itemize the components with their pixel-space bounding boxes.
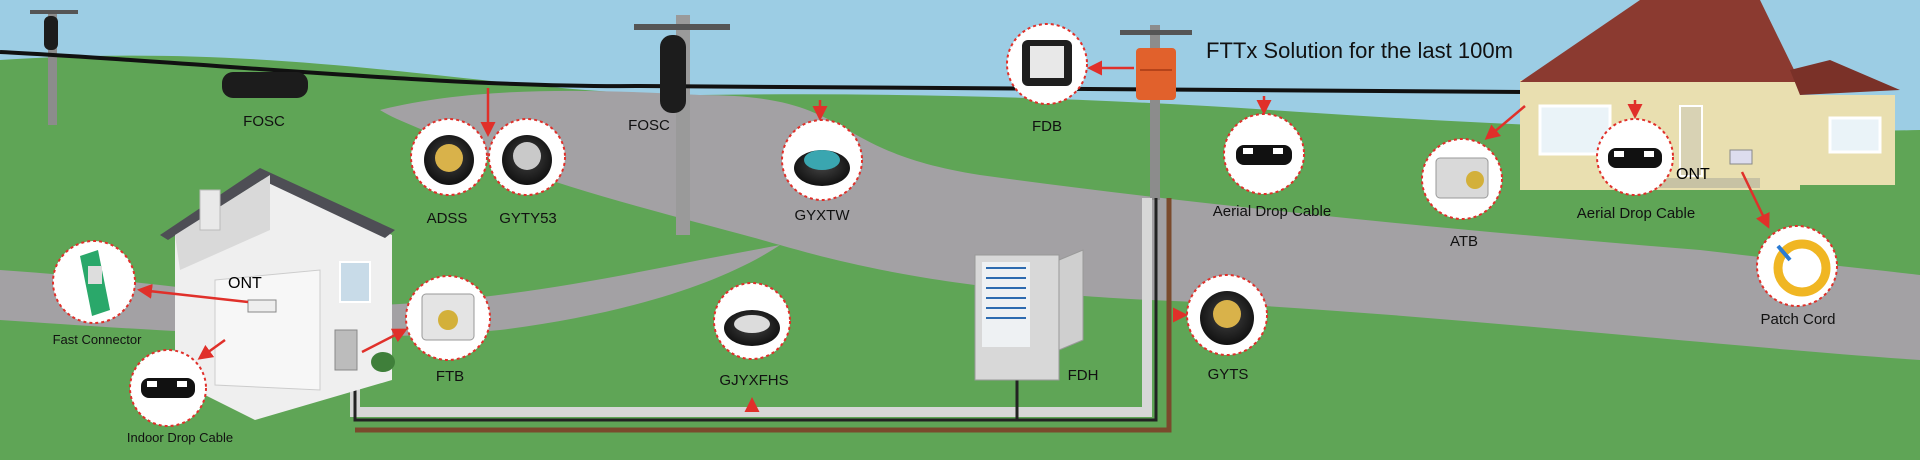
diagram-title: FTTx Solution for the last 100m	[1206, 38, 1513, 63]
label-ftb: FTB	[435, 368, 465, 385]
overhead-cable	[0, 50, 1531, 94]
fosc-closure-icon	[44, 16, 308, 98]
label-fosc-pole: FOSC	[628, 117, 670, 134]
house-icon	[1520, 0, 1900, 190]
patch-cord-icon	[1756, 225, 1838, 307]
label-aerial-drop-cable-house: Aerial Drop Cable	[1576, 205, 1696, 222]
label-fast-connector: Fast Connector	[52, 332, 142, 347]
fast-connector-icon	[52, 240, 136, 324]
label-fdh: FDH	[1067, 367, 1099, 384]
utility-pole-icon	[30, 10, 78, 125]
label-aerial-drop-cable: Aerial Drop Cable	[1212, 203, 1332, 220]
label-ont-building: ONT	[228, 275, 262, 292]
fosc-closure-icon	[660, 35, 686, 113]
arrows	[137, 60, 1770, 412]
ftb-box-icon	[405, 275, 491, 361]
gyty53-cable-icon	[488, 118, 566, 196]
duct-cable-brown	[355, 198, 1172, 433]
fdh-cabinet-icon	[974, 249, 1084, 381]
atb-box-icon	[1421, 138, 1503, 220]
fdb-box-icon	[1136, 48, 1176, 100]
label-ont-house: ONT	[1676, 166, 1710, 183]
label-gjyxfhs: GJYXFHS	[719, 372, 789, 389]
ont-device-icon	[1729, 149, 1753, 165]
ont-device-icon	[247, 299, 277, 313]
label-gyty53: GYTY53	[499, 210, 557, 227]
label-atb: ATB	[1449, 233, 1479, 250]
label-fosc: FOSC	[243, 113, 285, 130]
gjyxfhs-cable-icon	[713, 282, 791, 360]
gyxtw-cable-icon	[781, 119, 863, 201]
gyts-cable-icon	[1186, 274, 1268, 356]
label-fdb: FDB	[1032, 118, 1062, 135]
aerial-drop-cable-icon	[1223, 113, 1305, 195]
utility-pole-icon	[1120, 25, 1192, 200]
label-patch-cord: Patch Cord	[1760, 311, 1836, 328]
label-adss: ADSS	[426, 210, 468, 227]
building-icon	[160, 168, 395, 420]
label-gyxtw: GYXTW	[794, 207, 850, 224]
fdb-box-icon	[1006, 23, 1088, 105]
label-gyts: GYTS	[1207, 366, 1249, 383]
label-indoor-drop-cable: Indoor Drop Cable	[126, 430, 234, 445]
aerial-drop-cable-icon	[1596, 118, 1674, 196]
adss-cable-icon	[410, 118, 488, 196]
indoor-drop-cable-icon	[129, 349, 207, 427]
